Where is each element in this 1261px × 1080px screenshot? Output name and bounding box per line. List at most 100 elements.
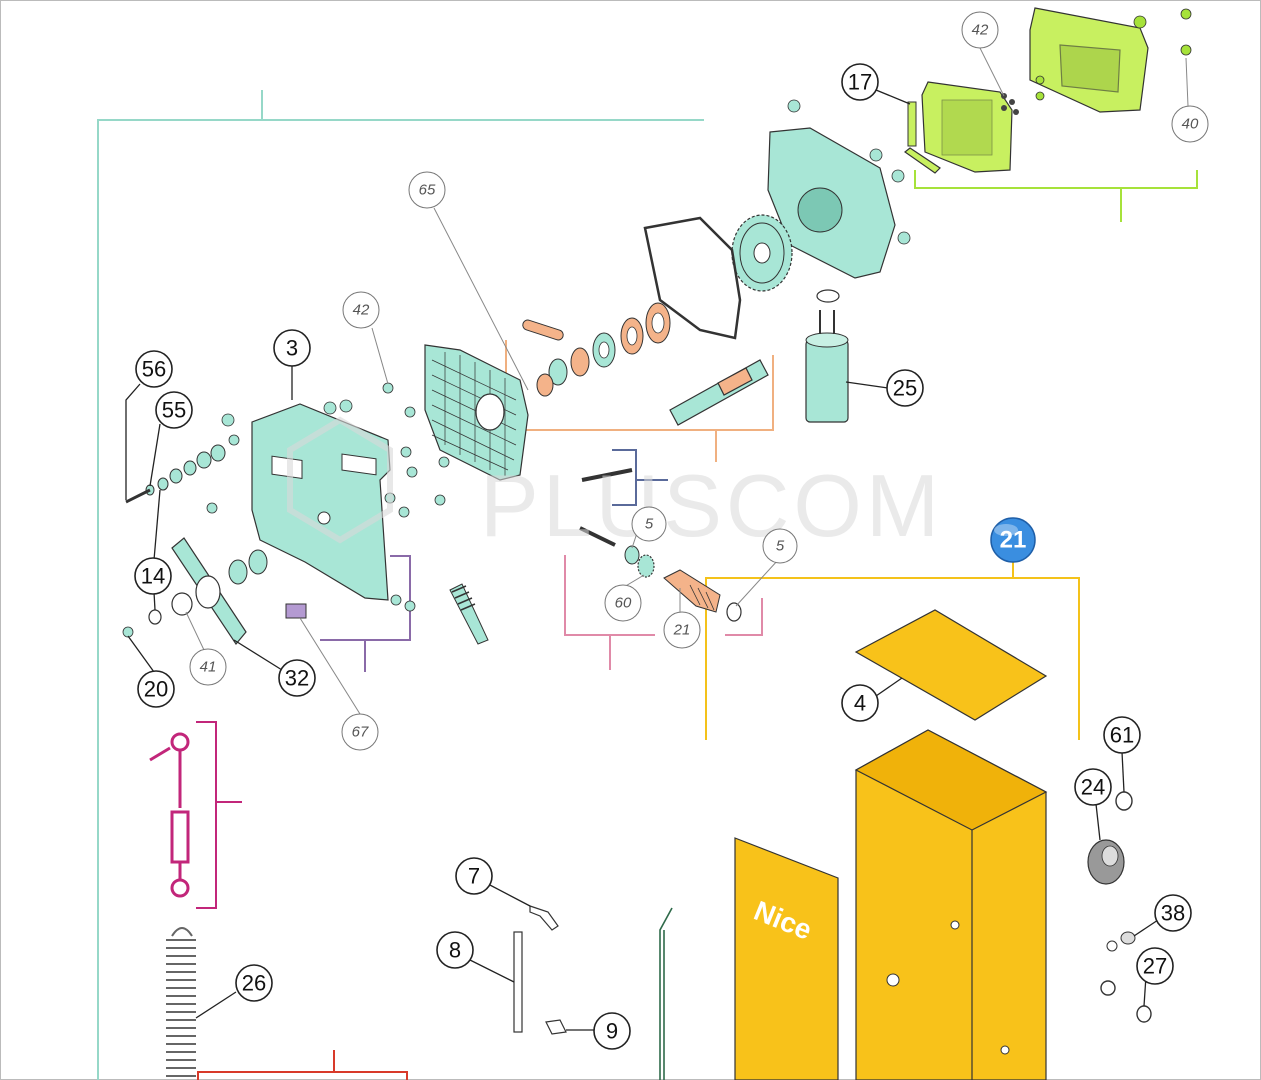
svg-text:20: 20 — [144, 677, 168, 702]
svg-text:9: 9 — [606, 1019, 618, 1044]
callout-42-top: 42 — [961, 11, 999, 49]
callout-8: 8 — [436, 931, 474, 969]
svg-text:24: 24 — [1081, 775, 1105, 800]
part-turnbuckle — [149, 732, 190, 898]
part-pin-a — [581, 468, 633, 482]
svg-text:32: 32 — [285, 666, 309, 691]
callout-32: 32 — [278, 659, 316, 697]
svg-text:26: 26 — [242, 971, 266, 996]
bracket-magenta — [196, 721, 242, 909]
group-brackets — [97, 90, 1198, 1080]
callout-21-small: 21 — [663, 611, 701, 649]
callout-61: 61 — [1103, 716, 1141, 754]
callout-26: 26 — [235, 964, 273, 1002]
part-worm-shaft — [663, 569, 721, 613]
svg-text:17: 17 — [848, 70, 872, 95]
callout-7: 7 — [455, 857, 493, 895]
part-motor — [805, 310, 849, 423]
part-lock-cover — [1087, 839, 1125, 885]
callout-3: 3 — [273, 329, 311, 367]
part-cabinet-lid — [854, 609, 1048, 721]
part-large-gear — [731, 214, 793, 292]
part-lime-pin-b — [903, 147, 941, 174]
callout-55: 55 — [155, 391, 193, 429]
svg-text:55: 55 — [162, 398, 186, 423]
part-inner-plate — [424, 344, 529, 481]
badge-21-label: 21 — [1000, 527, 1027, 554]
callout-60: 60 — [604, 584, 642, 622]
svg-text:40: 40 — [1182, 116, 1199, 133]
part-washer-41 — [171, 592, 193, 616]
svg-text:42: 42 — [972, 22, 989, 39]
svg-text:41: 41 — [200, 659, 217, 676]
part-washer-14 — [148, 609, 162, 625]
svg-text:38: 38 — [1161, 901, 1185, 926]
part-ring-27a — [1100, 980, 1116, 996]
part-gear-60 — [637, 554, 655, 578]
part-side-plate — [251, 403, 391, 601]
bracket-red — [197, 1050, 408, 1080]
bracket-orange — [505, 340, 774, 462]
part-lever-arm — [171, 537, 247, 646]
svg-text:60: 60 — [615, 595, 632, 612]
callout-20: 20 — [137, 670, 175, 708]
part-lime-cover — [1029, 7, 1149, 113]
part-key-38 — [1120, 931, 1136, 945]
parts: Nice — [122, 7, 1192, 1080]
part-gasket — [643, 216, 742, 340]
part-output-shaft — [669, 359, 769, 426]
part-screws-top — [1035, 8, 1192, 101]
callout-38: 38 — [1154, 894, 1192, 932]
callout-9: 9 — [593, 1012, 631, 1050]
part-link-7 — [529, 905, 559, 931]
part-lime-board — [921, 81, 1013, 173]
leader-lines — [125, 47, 1189, 1031]
group-badge-21: 21 — [990, 517, 1036, 563]
bracket-navy — [612, 449, 668, 506]
part-bracket-9 — [545, 1019, 567, 1035]
watermark: PLUSCOM — [287, 416, 943, 555]
callout-27: 27 — [1136, 947, 1174, 985]
part-nuts-42 — [1001, 93, 1019, 115]
callout-40: 40 — [1171, 105, 1209, 143]
callout-67: 67 — [341, 713, 379, 751]
part-cabinet-body — [854, 729, 1048, 1080]
part-adjuster-spring — [449, 583, 489, 645]
part-ring-27b — [1136, 1005, 1152, 1023]
part-bearing-5a — [624, 545, 640, 565]
callout-42-mid: 42 — [342, 291, 380, 329]
part-long-bolt — [125, 488, 151, 504]
bracket-lime — [914, 170, 1198, 222]
callout-65: 65 — [408, 171, 446, 209]
part-bearing-5b — [726, 602, 742, 622]
part-limit-switch — [285, 603, 307, 619]
callout-25: 25 — [886, 369, 924, 407]
callout-24: 24 — [1074, 768, 1112, 806]
part-bolt-20 — [122, 626, 134, 638]
part-motor-washer — [816, 289, 840, 303]
part-lime-pin-a — [907, 101, 917, 147]
svg-text:21: 21 — [673, 622, 691, 639]
svg-text:7: 7 — [468, 864, 480, 889]
part-pin-b — [579, 526, 616, 547]
part-gearbox-housing — [767, 127, 896, 279]
svg-text:25: 25 — [893, 376, 917, 401]
watermark-text: PLUSCOM — [480, 456, 943, 555]
part-cable — [659, 907, 673, 1080]
part-bearings — [536, 302, 671, 397]
bracket-purple — [320, 555, 411, 672]
callout-14: 14 — [134, 557, 172, 595]
callout-17: 17 — [841, 63, 879, 101]
callout-4: 4 — [841, 684, 879, 722]
bracket-pink — [564, 555, 763, 670]
callouts: 42 17 40 65 42 3 56 55 25 5 5 60 21 14 4… — [134, 11, 1209, 1050]
part-key-pin — [522, 319, 564, 341]
bracket-yellow — [705, 560, 1080, 740]
part-washer-61 — [1115, 791, 1133, 811]
svg-text:14: 14 — [141, 564, 165, 589]
part-cabinet-door: Nice — [734, 837, 839, 1080]
svg-text:8: 8 — [449, 938, 461, 963]
svg-text:61: 61 — [1110, 723, 1134, 748]
svg-text:5: 5 — [645, 516, 654, 533]
